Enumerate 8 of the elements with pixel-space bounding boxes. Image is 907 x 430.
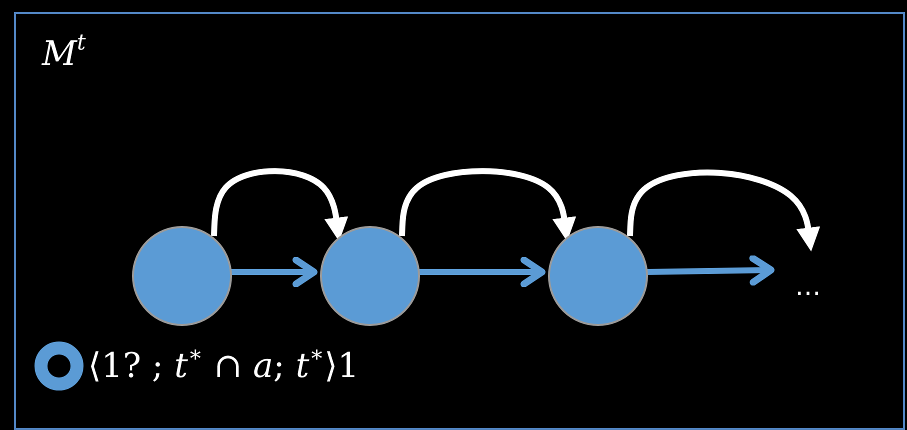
arrow <box>418 256 546 288</box>
arrow <box>646 254 774 286</box>
frame-title: M$^{t}$ <box>42 34 86 74</box>
arrow <box>230 256 318 288</box>
ellipsis-text: … <box>795 272 821 302</box>
curved-arrow <box>627 170 820 252</box>
formula-text: ⟨1? ; t$^{∗}$ ∩ a; t$^{∗}$⟩1 <box>88 346 360 386</box>
frame-box <box>14 12 905 430</box>
